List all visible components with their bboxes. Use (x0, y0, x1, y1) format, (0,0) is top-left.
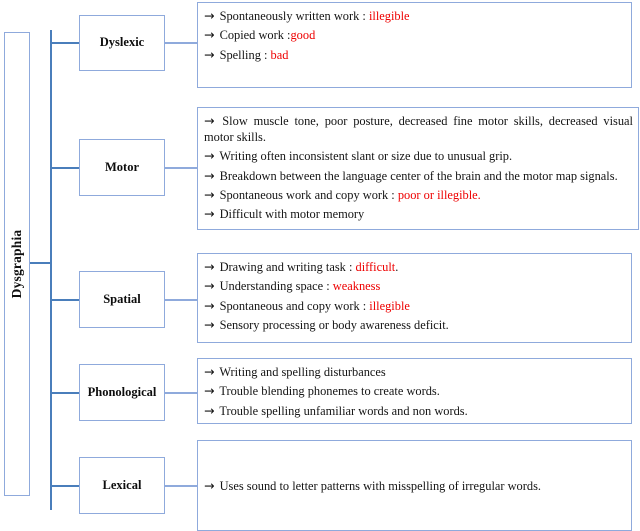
category-label-lexical: Lexical (102, 477, 142, 492)
detail-line: → Difficult with motor memory (204, 206, 633, 223)
highlighted-term: bad (270, 47, 289, 62)
highlighted-term: good (290, 28, 316, 43)
highlighted-term: weakness (332, 279, 381, 294)
root-connector-stub (30, 262, 51, 264)
arrow-bullet-icon: → (204, 8, 215, 23)
detail-text: Understanding space : (216, 279, 333, 294)
connector-motor-to-detail (164, 167, 198, 169)
detail-text: Spelling : (216, 47, 271, 62)
detail-line: → Writing and spelling disturbances (204, 364, 626, 381)
detail-text: Trouble blending phonemes to create word… (216, 384, 440, 399)
detail-line-group: → Slow muscle tone, poor posture, decrea… (204, 113, 633, 223)
highlighted-term: illegible (369, 298, 410, 313)
detail-line-group: → Writing and spelling disturbances→ Tro… (204, 364, 626, 420)
connector-lexical-to-detail (164, 485, 198, 487)
detail-text: Slow muscle tone, poor posture, decrease… (204, 114, 633, 144)
connector-phonological-to-detail (164, 392, 198, 394)
detail-box-motor[interactable]: → Slow muscle tone, poor posture, decrea… (197, 107, 639, 230)
detail-line: → Trouble spelling unfamiliar words and … (204, 403, 626, 420)
arrow-bullet-icon: → (204, 364, 215, 379)
detail-line: → Writing often inconsistent slant or si… (204, 148, 633, 165)
detail-line: → Uses sound to letter patterns with mis… (204, 478, 626, 495)
connector-trunk-to-dyslexic (50, 42, 80, 44)
arrow-bullet-icon: → (204, 148, 215, 164)
detail-text: Spontaneously written work : (216, 9, 369, 23)
highlighted-term: difficult (355, 260, 396, 274)
connector-dyslexic-to-detail (164, 42, 198, 44)
root-node-dysgraphia: Dysgraphia (4, 32, 30, 496)
category-label-spatial: Spatial (103, 291, 141, 306)
detail-text: Difficult with motor memory (216, 207, 365, 222)
category-box-phonological[interactable]: Phonological (79, 364, 165, 421)
connector-trunk-to-motor (50, 167, 80, 169)
arrow-bullet-icon: → (204, 477, 215, 493)
category-label-phonological: Phonological (87, 384, 157, 399)
arrow-bullet-icon: → (204, 383, 215, 399)
detail-line: → Sensory processing or body awareness d… (204, 317, 626, 334)
detail-text: Drawing and writing task : (216, 260, 356, 274)
category-box-spatial[interactable]: Spatial (79, 271, 165, 328)
detail-line-group: → Spontaneously written work : illegible… (204, 8, 626, 64)
highlighted-term: illegible (368, 9, 410, 23)
connector-trunk-to-spatial (50, 299, 80, 301)
category-label-dyslexic: Dyslexic (99, 35, 145, 50)
detail-line: → Spelling : bad (204, 47, 626, 64)
trunk-line (50, 30, 52, 510)
detail-text: Trouble spelling unfamiliar words and no… (216, 403, 468, 418)
category-box-dyslexic[interactable]: Dyslexic (79, 15, 165, 71)
detail-line: → Spontaneous and copy work : illegible (204, 298, 626, 315)
connector-trunk-to-lexical (50, 485, 80, 487)
detail-text: Copied work : (216, 28, 291, 43)
category-label-motor: Motor (104, 159, 139, 174)
detail-text: Spontaneous work and copy work : (216, 188, 398, 202)
arrow-bullet-icon: → (204, 297, 215, 313)
detail-text: Writing and spelling disturbances (216, 365, 386, 379)
detail-line-group: → Uses sound to letter patterns with mis… (204, 478, 626, 495)
arrow-bullet-icon: → (204, 206, 215, 222)
detail-line-group: → Drawing and writing task : difficult.→… (204, 259, 626, 334)
detail-line: → Trouble blending phonemes to create wo… (204, 383, 626, 400)
connector-spatial-to-detail (164, 299, 198, 301)
detail-box-phonological[interactable]: → Writing and spelling disturbances→ Tro… (197, 358, 632, 424)
detail-line: → Copied work :good (204, 27, 626, 44)
detail-line: → Understanding space : weakness (204, 278, 626, 295)
detail-line: → Spontaneous work and copy work : poor … (204, 187, 633, 204)
detail-line: → Slow muscle tone, poor posture, decrea… (204, 113, 633, 146)
arrow-bullet-icon: → (204, 402, 215, 418)
detail-box-dyslexic[interactable]: → Spontaneously written work : illegible… (197, 2, 632, 88)
arrow-bullet-icon: → (204, 259, 215, 274)
detail-text: Uses sound to letter patterns with missp… (216, 478, 541, 493)
detail-box-lexical[interactable]: → Uses sound to letter patterns with mis… (197, 440, 632, 531)
detail-line: → Drawing and writing task : difficult. (204, 259, 626, 276)
arrow-bullet-icon: → (204, 46, 215, 62)
arrow-bullet-icon: → (204, 278, 215, 294)
arrow-bullet-icon: → (204, 317, 215, 333)
root-node-label: Dysgraphia (9, 229, 24, 299)
category-box-motor[interactable]: Motor (79, 139, 165, 196)
highlighted-term: poor or illegible. (397, 188, 481, 202)
arrow-bullet-icon: → (204, 27, 215, 43)
detail-line: → Spontaneously written work : illegible (204, 8, 626, 25)
arrow-bullet-icon: → (204, 187, 215, 202)
detail-box-spatial[interactable]: → Drawing and writing task : difficult.→… (197, 253, 632, 343)
category-box-lexical[interactable]: Lexical (79, 457, 165, 514)
detail-line: → Breakdown between the language center … (204, 168, 633, 185)
detail-text: Spontaneous and copy work : (216, 298, 370, 313)
arrow-bullet-icon: → (204, 167, 215, 183)
connector-trunk-to-phonological (50, 392, 80, 394)
detail-text: Sensory processing or body awareness def… (216, 318, 449, 333)
detail-text-suffix: . (395, 260, 399, 274)
detail-text: Writing often inconsistent slant or size… (216, 149, 513, 164)
detail-text: Breakdown between the language center of… (216, 168, 618, 183)
arrow-bullet-icon: → (204, 113, 215, 128)
